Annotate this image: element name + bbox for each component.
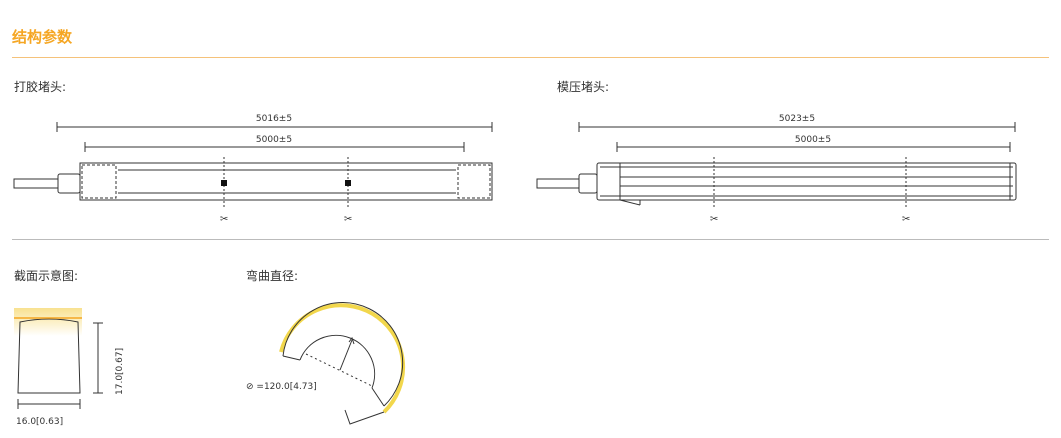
- mold-strip-body: [596, 162, 1017, 201]
- glue-cut-mark-1: [221, 180, 227, 186]
- scissors-icon: ✂: [220, 214, 228, 225]
- mold-overall-text: 5023±5: [779, 114, 815, 124]
- scissors-icon: ✂: [344, 214, 352, 225]
- bend-outer-arc: [282, 302, 404, 407]
- mold-end-label: 模压堵头:: [557, 80, 610, 94]
- glue-right-cap: [457, 164, 491, 199]
- section-title: 结构参数: [12, 28, 73, 46]
- glue-connector: [57, 173, 81, 194]
- diameter-line: [305, 353, 373, 387]
- bend-diameter-label: 弯曲直径:: [246, 269, 299, 283]
- cross-section-drawing: 17.0[0.67] 16.0[0.63]: [14, 308, 125, 427]
- radius-arrow: [339, 339, 353, 371]
- glue-end-strip-drawing: [13, 122, 493, 207]
- mold-body-dimension: [616, 142, 1011, 152]
- bend-inner-arc: [299, 334, 376, 389]
- width-dimension-text: 16.0[0.63]: [16, 417, 63, 427]
- bend-diameter-text: ⊘ =120.0[4.73]: [246, 382, 317, 392]
- glue-overall-dimension: [56, 122, 493, 132]
- glue-strip-body: [79, 162, 493, 201]
- height-dimension-text: 17.0[0.67]: [115, 348, 125, 395]
- cross-section-label: 截面示意图:: [14, 269, 79, 283]
- mold-connector: [578, 173, 598, 194]
- section-divider: [12, 239, 1049, 240]
- glue-end-label: 打胶堵头:: [14, 80, 67, 94]
- scissors-icon: ✂: [902, 214, 910, 225]
- profile-outline: [17, 318, 81, 394]
- glue-left-cap: [81, 164, 117, 199]
- title-divider: [12, 57, 1049, 58]
- glue-cut-mark-2: [345, 180, 351, 186]
- glue-overall-text: 5016±5: [256, 114, 292, 124]
- scissors-icon: ✂: [710, 214, 718, 225]
- mold-body-text: 5000±5: [795, 135, 831, 145]
- bend-diameter-drawing: [279, 302, 406, 425]
- mold-cable: [536, 178, 580, 189]
- mold-end-strip-drawing: [536, 122, 1017, 207]
- light-glow: [14, 308, 82, 336]
- glue-body-text: 5000±5: [256, 135, 292, 145]
- mold-overall-dimension: [578, 122, 1016, 132]
- glue-body-dimension: [84, 142, 465, 152]
- glue-cable: [13, 178, 59, 189]
